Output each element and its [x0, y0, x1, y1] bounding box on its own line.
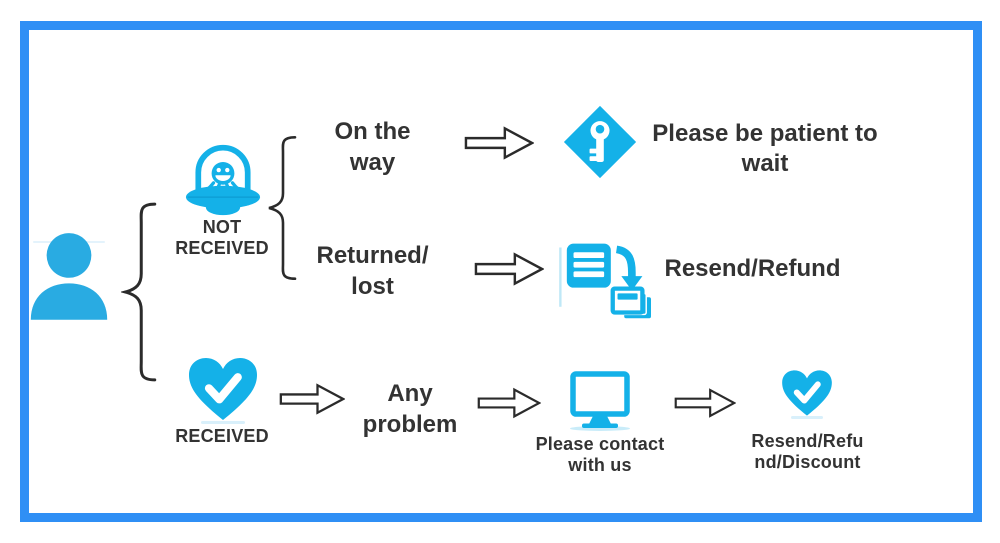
flow-arrow-icon — [477, 385, 541, 421]
flow-arrow-icon — [279, 381, 345, 417]
heart-check-icon — [186, 355, 260, 423]
patient-wait-label: Please be patient to wait — [652, 120, 878, 177]
on-the-way-label: On the way — [334, 118, 411, 177]
resend-refund-label: Resend/Refund — [664, 255, 841, 282]
decor-line — [791, 416, 823, 419]
customer-person-icon — [28, 230, 110, 320]
flow-arrow-icon — [474, 250, 544, 288]
returned-lost-label: Returned/ lost — [316, 242, 429, 301]
decor-line — [201, 421, 245, 424]
heart-check-small-icon — [780, 368, 834, 418]
alien-ufo-icon — [183, 142, 263, 218]
main-brace — [121, 200, 157, 384]
key-diamond-icon — [562, 104, 638, 180]
computer-monitor-icon — [568, 370, 632, 432]
flow-arrow-icon — [674, 385, 736, 421]
resend-refund-discount-label: Resend/Refu nd/Discount — [751, 431, 864, 473]
flow-arrow-icon — [464, 124, 534, 162]
received-label: RECEIVED — [175, 426, 269, 446]
resend-documents-icon — [558, 236, 656, 324]
sub-brace — [265, 134, 297, 282]
not-received-label: NOT RECEIVED — [175, 217, 269, 259]
contact-us-label: Please contact with us — [535, 434, 665, 476]
any-problem-label: Any problem — [362, 380, 458, 439]
